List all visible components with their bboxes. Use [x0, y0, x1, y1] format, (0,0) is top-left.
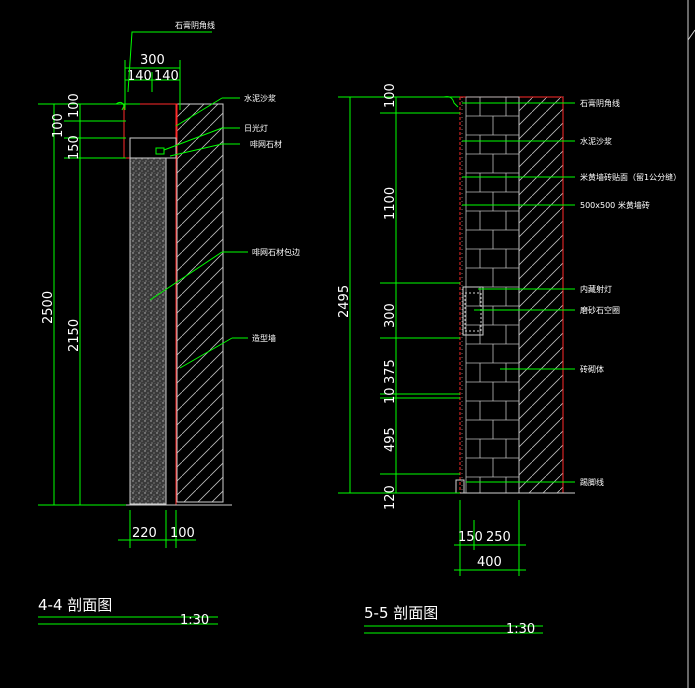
label-stone-wrap: 啡网石材包边: [252, 247, 300, 257]
brick-courses: [466, 96, 519, 493]
label-lamp: 日光灯: [244, 123, 268, 133]
label-5-l8: 踢脚线: [580, 477, 604, 487]
lamp-box: [129, 137, 177, 159]
label-gypsum-wall: 造型墙: [252, 333, 276, 343]
leader-wall: [179, 337, 233, 369]
label-cornice: 石膏阴角线: [175, 20, 215, 30]
dim-140-left: 140: [127, 69, 152, 84]
leader-mortar: [175, 97, 223, 127]
dim5-10: 10: [383, 387, 398, 404]
dim-220: 220: [132, 526, 157, 541]
dim-100a: 100: [67, 93, 82, 118]
hatched-wall-5: [519, 97, 563, 493]
dim-2500: 2500: [41, 291, 56, 324]
hatched-wall: [177, 104, 223, 502]
label-5-l4: 500x500 米黄墙砖: [580, 200, 650, 210]
dim5-2495: 2495: [337, 285, 352, 318]
cornice-profile: [115, 101, 125, 111]
title-4-4: 4-4 剖面图: [38, 596, 112, 614]
label-5-l3: 米黄墙砖贴面（留1公分缝）: [580, 172, 681, 182]
dim5-100: 100: [383, 83, 398, 108]
skirting: [455, 479, 465, 494]
section-4-4: 300 140 140 石膏阴角线 100 100 150 2150 2500 …: [38, 20, 300, 628]
dim5-375: 375: [383, 359, 398, 384]
dim-2150: 2150: [67, 319, 82, 352]
label-5-l2: 水泥沙浆: [580, 136, 612, 146]
dim5-120: 120: [383, 485, 398, 510]
top-box: [123, 103, 178, 159]
dim-150: 150: [67, 135, 82, 160]
cornice-profile-5: [443, 96, 459, 108]
sheet-border-tick: [687, 29, 695, 41]
lamp-niche: [462, 286, 484, 336]
leader-stone-wrap: [149, 251, 223, 301]
title-5-5: 5-5 剖面图: [364, 604, 438, 622]
dim-300: 300: [140, 53, 165, 68]
label-5-l1: 石膏阴角线: [580, 98, 620, 108]
label-5-l5: 内藏射灯: [580, 284, 612, 294]
label-mortar: 水泥沙浆: [244, 93, 276, 103]
dim5-250: 250: [486, 530, 511, 545]
hatched-wall-outline: [176, 103, 224, 503]
label-5-l7: 砖砌体: [580, 364, 604, 374]
section-5-5: 100 1100 300 375 10 495 120 2495 石膏阴角线 水…: [337, 83, 681, 637]
lamp-niche-inner: [464, 292, 482, 332]
scale-5-5: 1:30: [506, 622, 535, 637]
label-5-l6: 磨砂石空圈: [580, 305, 620, 315]
dim-140-right: 140: [154, 69, 179, 84]
dim-100-bottom: 100: [170, 526, 195, 541]
lamp-symbol: [155, 147, 165, 155]
dim5-300: 300: [383, 303, 398, 328]
stone-column: [130, 158, 166, 504]
dim5-495: 495: [383, 427, 398, 452]
brick-outline: [465, 96, 520, 494]
dim5-400: 400: [477, 555, 502, 570]
dim-100b: 100: [51, 113, 66, 138]
leader-lamp: [163, 127, 223, 151]
dim5-1100: 1100: [383, 187, 398, 220]
leader-stone: [169, 143, 223, 157]
leader-top: [127, 31, 212, 93]
label-stone: 啡网石材: [250, 139, 282, 149]
scale-4-4: 1:30: [180, 613, 209, 628]
dim5-150: 150: [458, 530, 483, 545]
